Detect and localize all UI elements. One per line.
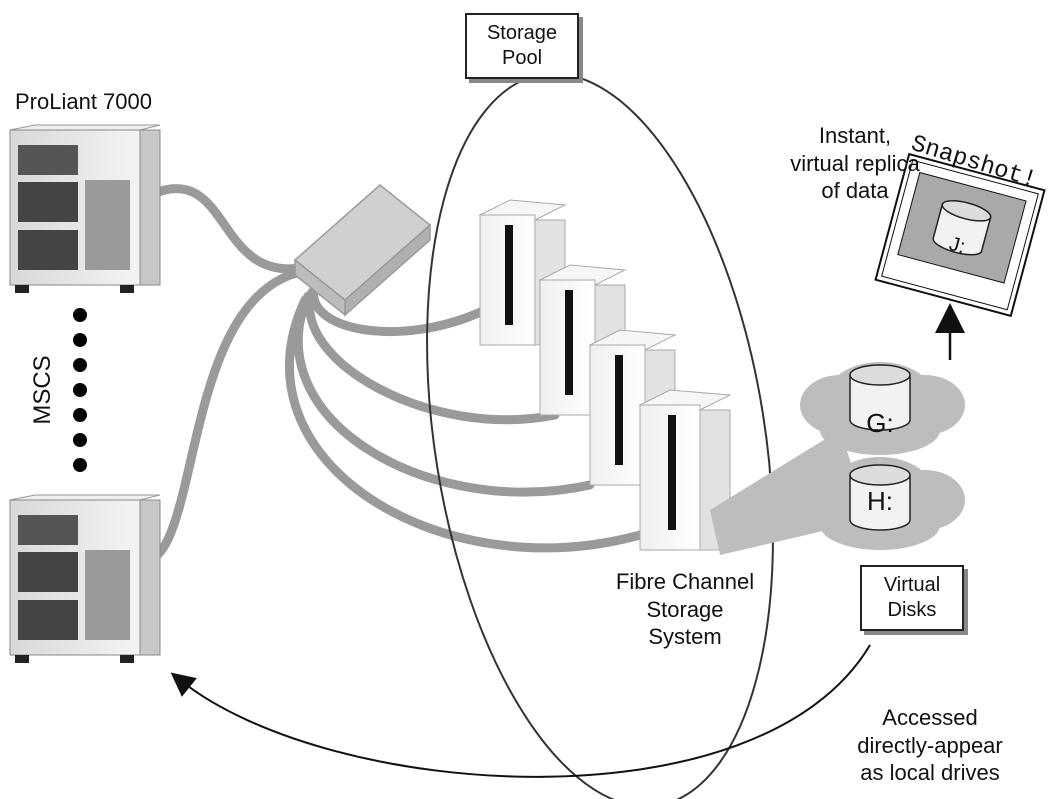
fibre-switch [293, 184, 432, 317]
proliant-server-bottom [9, 494, 161, 663]
storage-tower-3 [588, 329, 677, 486]
disk-g-label: G: [866, 408, 893, 438]
server-label: ProLiant 7000 [15, 89, 152, 114]
disk-g-icon [849, 364, 911, 431]
cluster-label: MSCS [29, 355, 56, 425]
fibre-cables [145, 184, 645, 565]
cluster-dots [73, 308, 87, 472]
disk-h-icon [849, 464, 911, 531]
access-arrow [170, 644, 871, 778]
virtual-disks-label: Virtual Disks [860, 565, 964, 631]
storage-system-label: Fibre Channel Storage System [615, 569, 755, 649]
access-note: Accessed directly-appear as local drives [857, 705, 1003, 785]
storage-pool-label: Storage Pool [465, 13, 579, 79]
snapshot-caption: Instant, virtual replica of data [790, 123, 920, 203]
snapshot-photo: J: [874, 152, 1046, 318]
disk-j-label: J: [947, 233, 968, 258]
disk-h-label: H: [867, 486, 893, 516]
proliant-server-top [9, 124, 161, 293]
